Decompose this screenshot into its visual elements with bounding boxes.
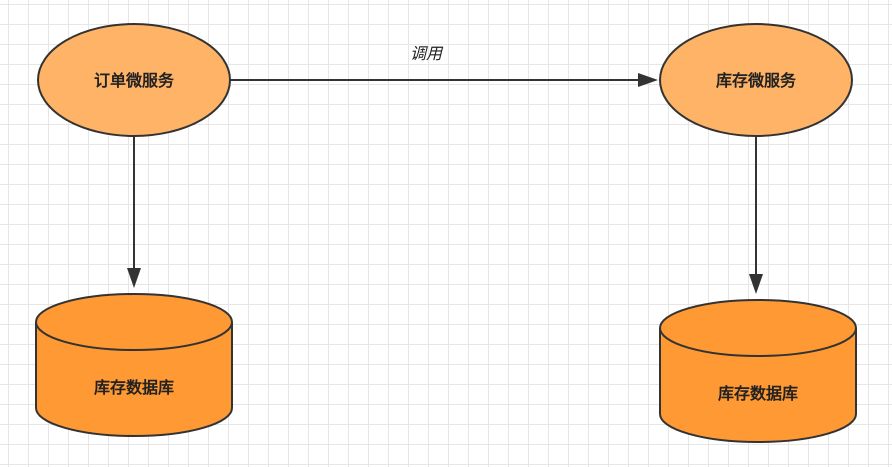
node-inventory-db[interactable]: 库存数据库 xyxy=(659,299,857,443)
edge-call-arrowhead xyxy=(638,73,658,87)
edge-order-to-db[interactable] xyxy=(127,136,141,288)
order-db-body[interactable] xyxy=(35,322,233,437)
inventory-db-top xyxy=(659,299,857,357)
inventory-service-shape[interactable] xyxy=(659,23,853,137)
node-order-db[interactable]: 库存数据库 xyxy=(35,293,233,437)
edge-order-to-db-arrowhead xyxy=(127,268,141,288)
order-db-top xyxy=(35,293,233,351)
inventory-service-label: 库存微服务 xyxy=(716,71,797,90)
edge-call[interactable]: 调用 xyxy=(230,45,658,87)
inventory-db-label: 库存数据库 xyxy=(718,384,798,403)
order-service-label: 订单微服务 xyxy=(94,71,175,90)
order-service-shape[interactable] xyxy=(37,23,231,137)
order-db-label: 库存数据库 xyxy=(94,378,174,397)
inventory-db-body[interactable] xyxy=(659,328,857,443)
node-inventory-service[interactable]: 库存微服务 xyxy=(659,23,853,137)
edge-call-label: 调用 xyxy=(410,45,444,63)
edge-inventory-to-db-arrowhead xyxy=(749,274,763,294)
edge-inventory-to-db[interactable] xyxy=(749,136,763,294)
node-order-service[interactable]: 订单微服务 xyxy=(37,23,231,137)
